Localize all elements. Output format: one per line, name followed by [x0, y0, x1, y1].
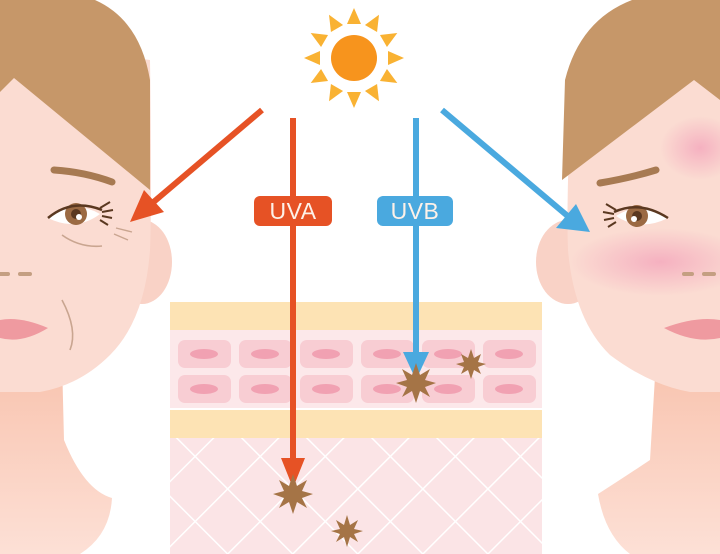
left-nasolabial-wrinkle [61, 299, 74, 351]
epidermis-cell-layer [170, 330, 542, 408]
right-hair [562, 0, 720, 180]
left-hair [0, 0, 150, 190]
left-eyebrow [50, 166, 116, 186]
basal-band [170, 410, 542, 438]
damage-star-icon [456, 349, 486, 379]
uva-arrow-to-face [130, 107, 264, 222]
sunburn-face [536, 0, 720, 554]
right-eyebrow [596, 166, 660, 187]
left-eye [47, 201, 114, 226]
left-neck [0, 360, 112, 554]
skin-surface-band [170, 302, 542, 330]
epidermis-cells [178, 340, 536, 403]
damage-star-icon [396, 363, 436, 403]
damage-star-icon [331, 515, 363, 547]
sun-icon [304, 8, 404, 108]
right-eye [602, 203, 669, 228]
right-lips [664, 319, 720, 340]
uvb-arrow-to-face [440, 107, 590, 232]
aged-face [0, 0, 172, 554]
right-cheek-redness [570, 228, 720, 296]
right-neck [598, 360, 720, 554]
left-wrinkle [61, 234, 103, 248]
skin-cross-section [170, 302, 542, 554]
left-wrinkle [113, 227, 133, 241]
uva-arrow-to-dermis [281, 118, 305, 488]
left-lips [0, 319, 48, 340]
uva-label: UVA [254, 196, 332, 226]
right-forehead-redness [660, 116, 720, 180]
uvb-label: UVB [377, 196, 453, 226]
damage-star-icon [273, 474, 313, 514]
dermis-layer [170, 438, 542, 554]
